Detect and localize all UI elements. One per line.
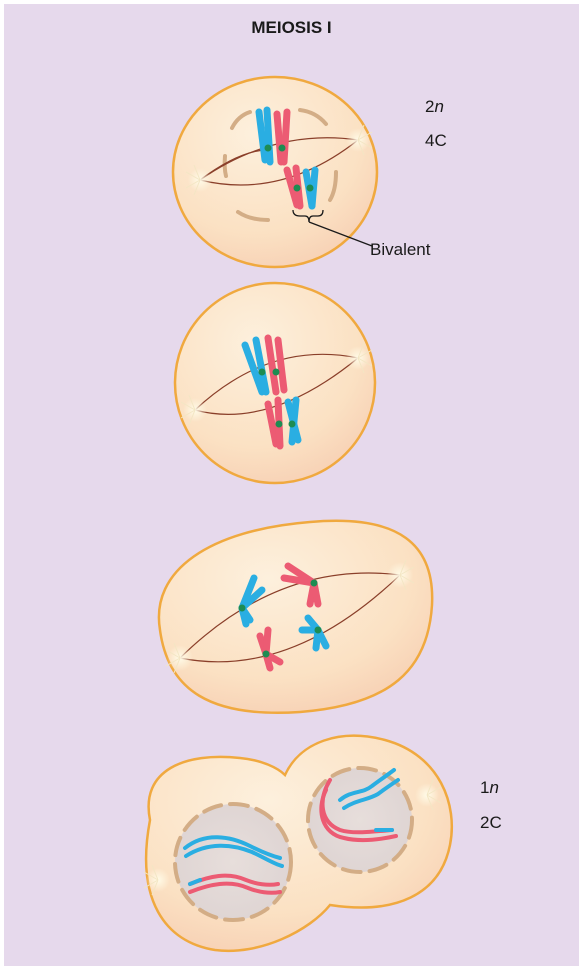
- figure-title: MEIOSIS I: [0, 18, 583, 38]
- stage4-ploidy-label: 1n: [480, 778, 499, 798]
- stage4-dna-label: 2C: [480, 813, 502, 833]
- cell-stage-1: [173, 77, 377, 267]
- cell-stage-2: [175, 283, 375, 483]
- ploidy-variable: n: [434, 97, 443, 116]
- ploidy-variable: n: [489, 778, 498, 797]
- stage1-dna-label: 4C: [425, 131, 447, 151]
- cell-stage-3: [159, 521, 432, 713]
- bivalent-label: Bivalent: [370, 240, 430, 260]
- cell-stage-4: [144, 736, 452, 951]
- stage1-ploidy-label: 2n: [425, 97, 444, 117]
